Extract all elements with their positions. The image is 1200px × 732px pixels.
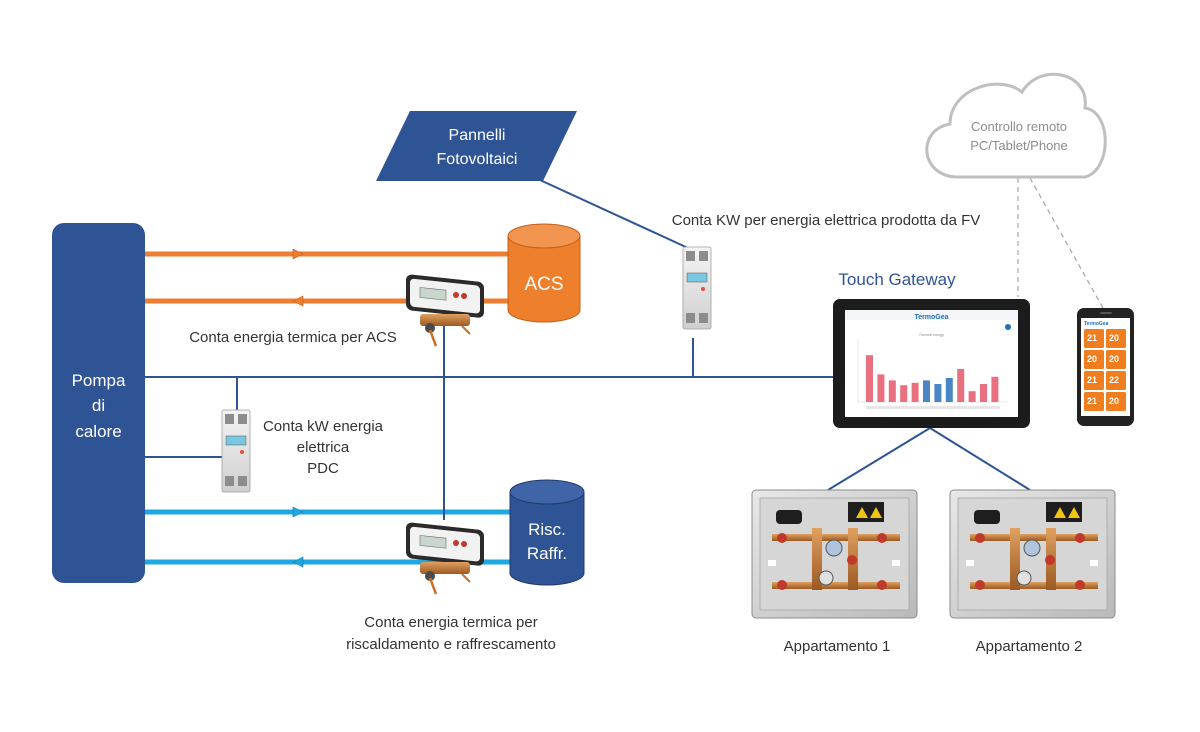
apartment-2-manifold — [949, 489, 1116, 619]
gateway-bar — [923, 380, 930, 402]
phone-tile-temperature: 21 — [1087, 333, 1097, 343]
phone-tile — [1084, 329, 1104, 348]
cloud-links — [1017, 177, 1104, 309]
gateway-bar — [900, 385, 908, 402]
pv-energy-meter-icon — [682, 246, 712, 330]
phone-tile-temperature: 21 — [1087, 396, 1097, 406]
heating-tank-node: Risc. Raffr. — [509, 479, 585, 586]
phone-tile — [1084, 350, 1104, 369]
gateway-screen-brand: TermoGea — [914, 314, 948, 321]
phone-tile-temperature: 20 — [1087, 354, 1097, 364]
gateway-bar — [888, 380, 896, 402]
gateway-bar — [957, 369, 965, 402]
apartment-2-label: Appartamento 2 — [976, 638, 1083, 655]
gateway-bar — [991, 376, 999, 402]
phone-thermostat-grid: 21 20 20 20 21 22 21 20 — [1084, 329, 1126, 411]
phone-tile — [1084, 371, 1104, 390]
gateway-bar — [980, 384, 987, 402]
touch-gateway-tablet: TermoGea Thermal energy — [833, 299, 1030, 428]
cloud-label-line-1: Controllo remoto — [971, 119, 1067, 134]
pv-panels-node: Pannelli Fotovoltaici — [376, 111, 577, 181]
gateway-title: Touch Gateway — [838, 270, 956, 289]
heat-pump-label-line-1: Pompa — [72, 371, 126, 390]
phone-tile-temperature: 20 — [1109, 354, 1119, 364]
phone-tile — [1106, 371, 1126, 390]
pv-panels-label-line-2: Fotovoltaici — [437, 151, 518, 168]
gateway-bar — [877, 374, 885, 402]
phone-tile-temperature: 21 — [1087, 375, 1097, 385]
pdc-energy-meter-icon — [221, 409, 251, 493]
phone-tile-temperature: 20 — [1109, 396, 1119, 406]
gateway-bar — [934, 384, 942, 402]
smartphone: TermoGea 21 20 20 20 21 22 21 20 — [1077, 308, 1134, 426]
heating-meter-label-line-1: Conta energia termica per — [364, 614, 537, 631]
phone-tile-temperature: 22 — [1109, 375, 1119, 385]
pdc-meter-label-line-2: elettrica — [297, 439, 350, 456]
heating-tank-label-line-1: Risc. — [528, 520, 566, 539]
heating-meter-label-line-2: riscaldamento e raffrescamento — [346, 636, 556, 653]
pdc-meter-label-line-3: PDC — [307, 460, 339, 477]
pv-meter-label: Conta KW per energia elettrica prodotta … — [672, 212, 981, 229]
heating-tank-label-line-2: Raffr. — [527, 544, 567, 563]
apartment-1-manifold — [751, 489, 918, 619]
pv-to-meter-line — [539, 179, 689, 249]
cloud-to-phone-link — [1029, 177, 1104, 309]
cloud-label-line-2: PC/Tablet/Phone — [970, 138, 1068, 153]
heating-supply-pipe — [145, 506, 512, 518]
heat-pump-label-line-3: calore — [75, 422, 121, 441]
phone-tile — [1106, 329, 1126, 348]
heat-pump-node: Pompa di calore — [52, 223, 145, 583]
gateway-to-apartment-1-line — [827, 427, 931, 491]
data-bus-lines — [145, 179, 1031, 520]
apartment-1-label: Appartamento 1 — [784, 638, 891, 655]
heating-thermal-meter-icon — [406, 522, 484, 595]
acs-tank-node: ACS — [507, 223, 581, 323]
phone-tile — [1084, 392, 1104, 411]
flow-arrow-icon — [292, 248, 304, 260]
gateway-screen-chart-title: Thermal energy — [919, 333, 944, 337]
gateway-bar — [911, 382, 919, 402]
pdc-meter-label-line-1: Conta kW energia — [263, 418, 384, 435]
gateway-to-apartment-2-line — [929, 427, 1031, 491]
flow-arrow-icon — [292, 295, 304, 307]
remote-control-cloud: Controllo remoto PC/Tablet/Phone — [925, 72, 1107, 179]
gateway-bar — [968, 391, 976, 402]
gateway-bar — [945, 378, 953, 402]
phone-tile — [1106, 350, 1126, 369]
phone-screen-brand: TermoGea — [1084, 321, 1109, 327]
gateway-screen — [845, 310, 1018, 417]
acs-tank-label: ACS — [524, 274, 563, 295]
gateway-screen-status-icon — [1005, 324, 1011, 330]
flow-arrow-icon — [292, 506, 304, 518]
acs-meter-label: Conta energia termica per ACS — [189, 329, 397, 346]
acs-thermal-meter-icon — [406, 274, 484, 347]
gateway-bar-chart — [866, 355, 999, 402]
heat-pump-label-line-2: di — [92, 396, 105, 415]
flow-arrow-icon — [292, 556, 304, 568]
phone-tile-temperature: 20 — [1109, 333, 1119, 343]
gateway-bar — [866, 355, 873, 402]
acs-supply-pipe — [145, 248, 512, 260]
pv-panels-label-line-1: Pannelli — [449, 127, 506, 144]
phone-tile — [1106, 392, 1126, 411]
